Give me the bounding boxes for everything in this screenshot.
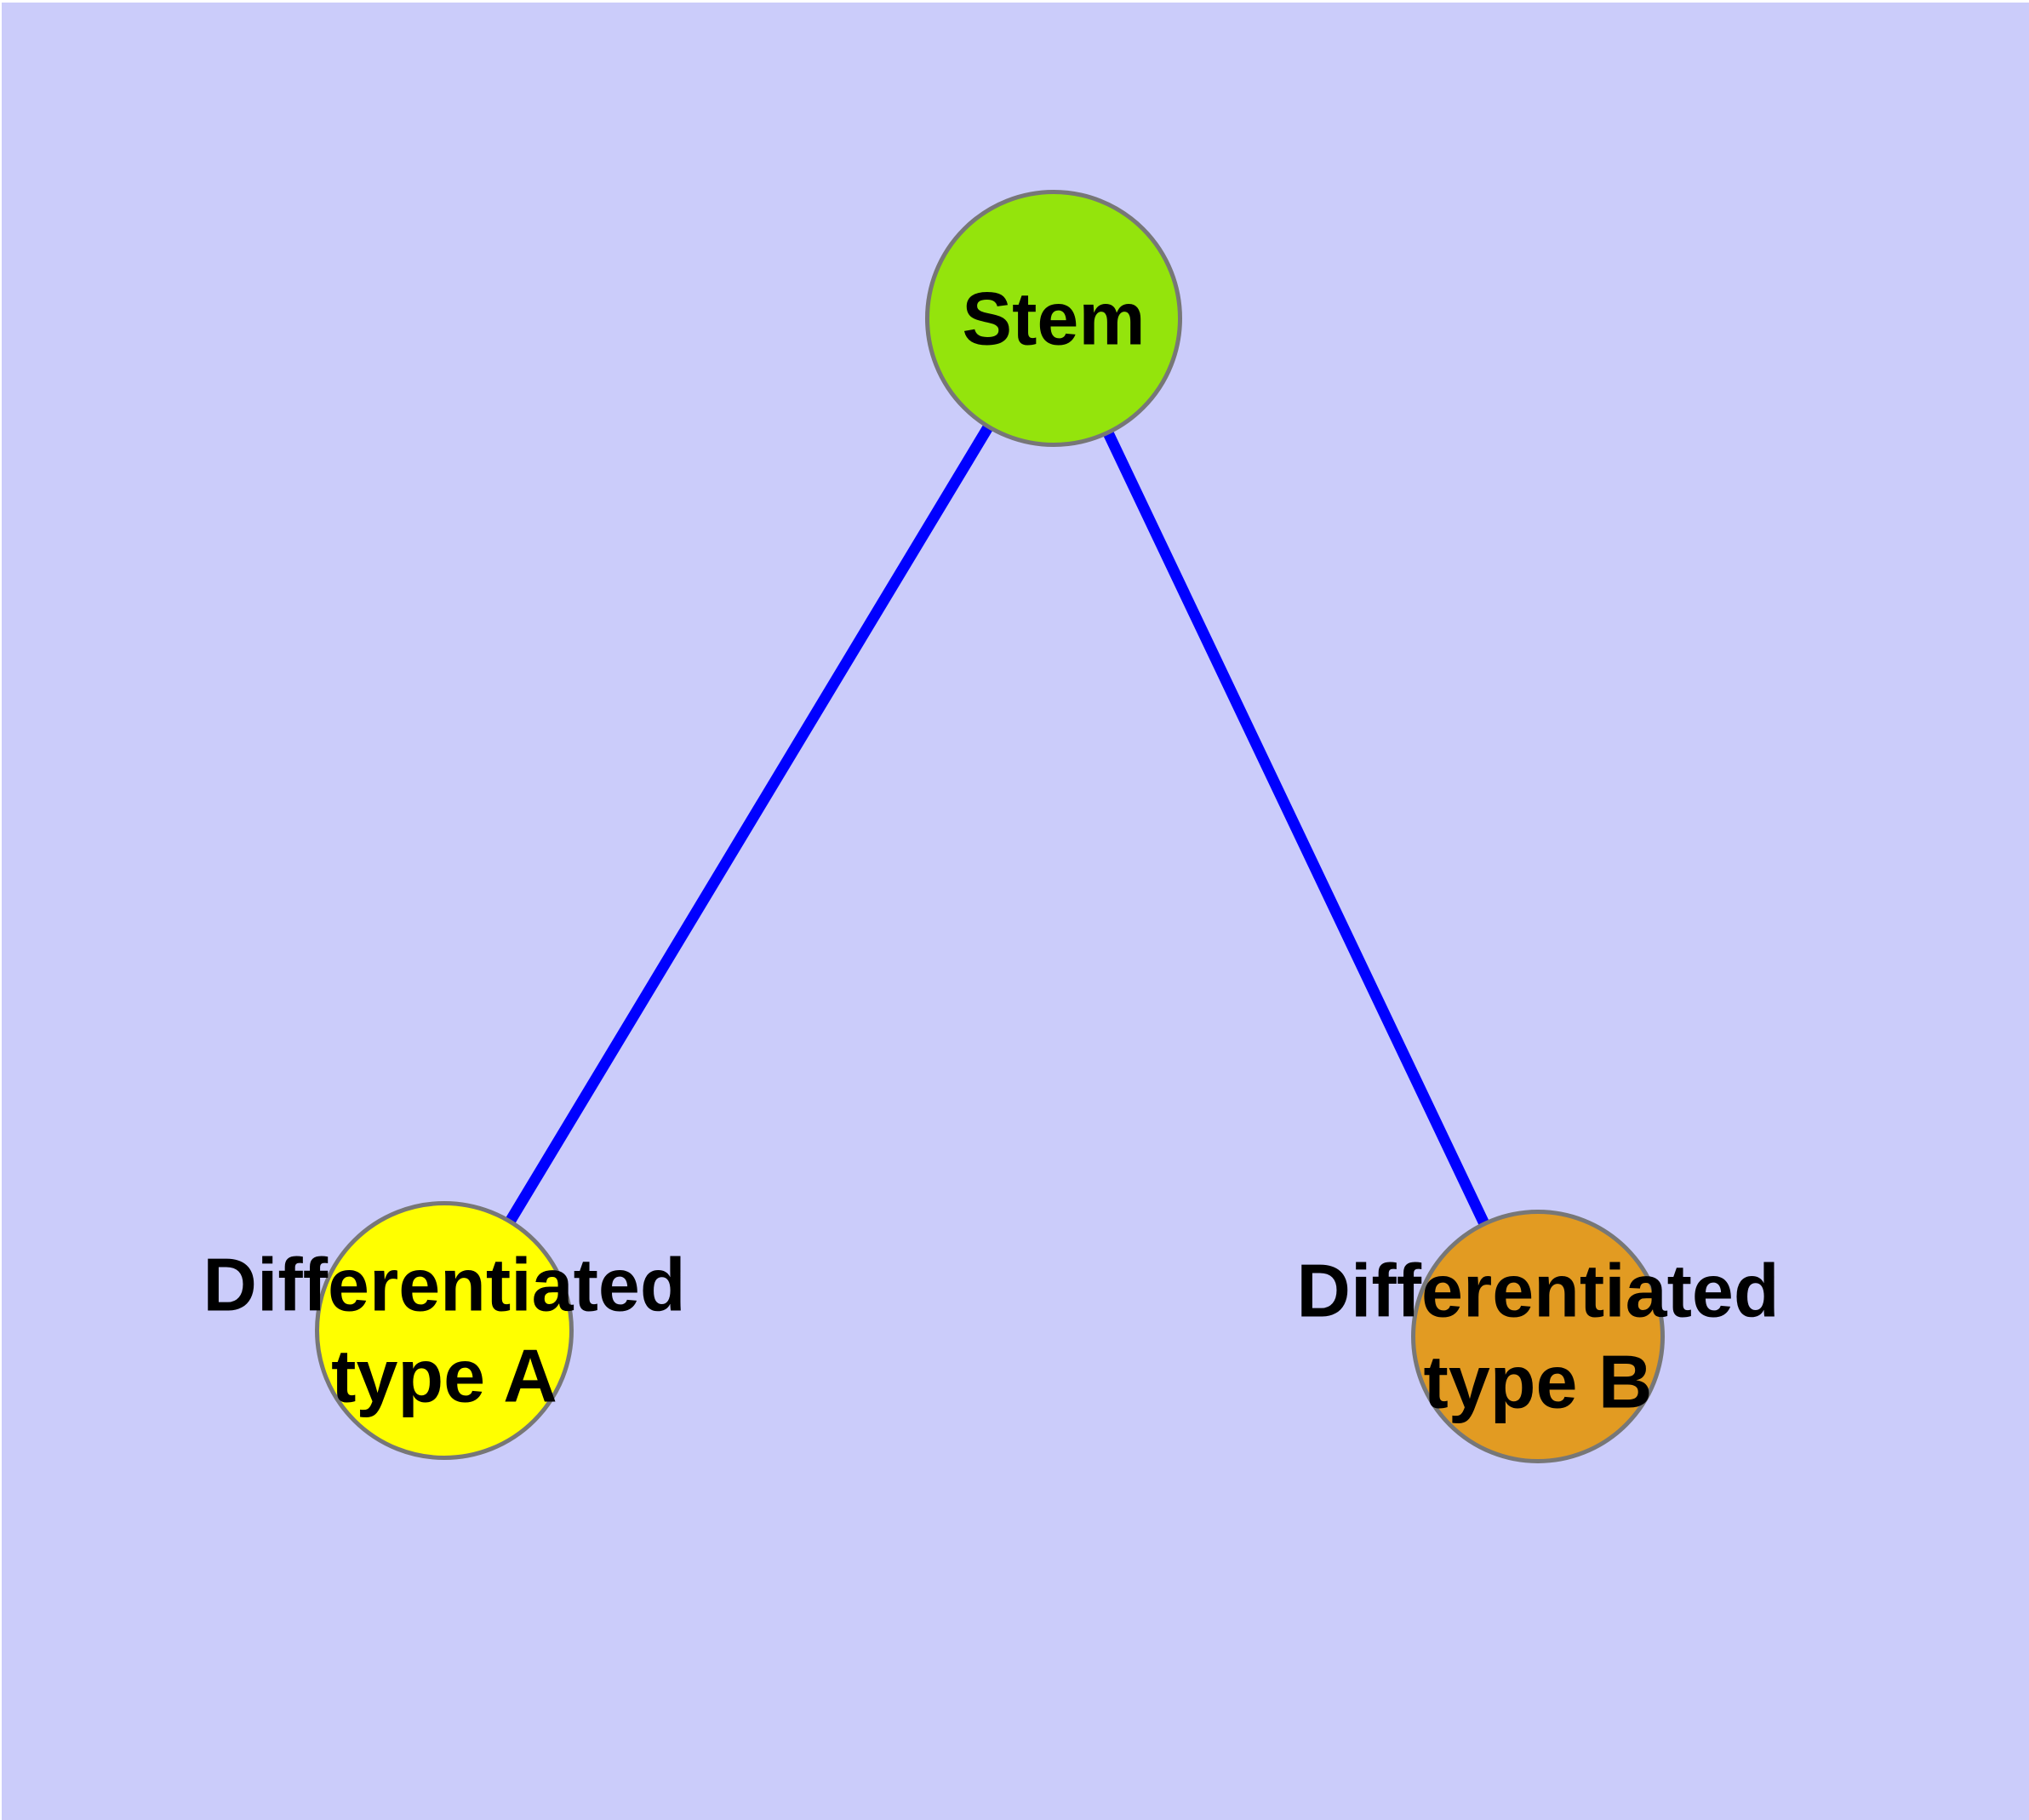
diagram-canvas: Stem Differentiated type A Differentiate…	[2, 3, 2029, 1820]
edge-stem-to-type-b	[1049, 316, 1543, 1339]
node-stem[interactable]	[925, 190, 1182, 447]
edge-stem-to-type-a	[439, 315, 1059, 1334]
node-differentiated-type-b[interactable]	[1411, 1210, 1665, 1463]
node-differentiated-type-a[interactable]	[315, 1201, 574, 1460]
